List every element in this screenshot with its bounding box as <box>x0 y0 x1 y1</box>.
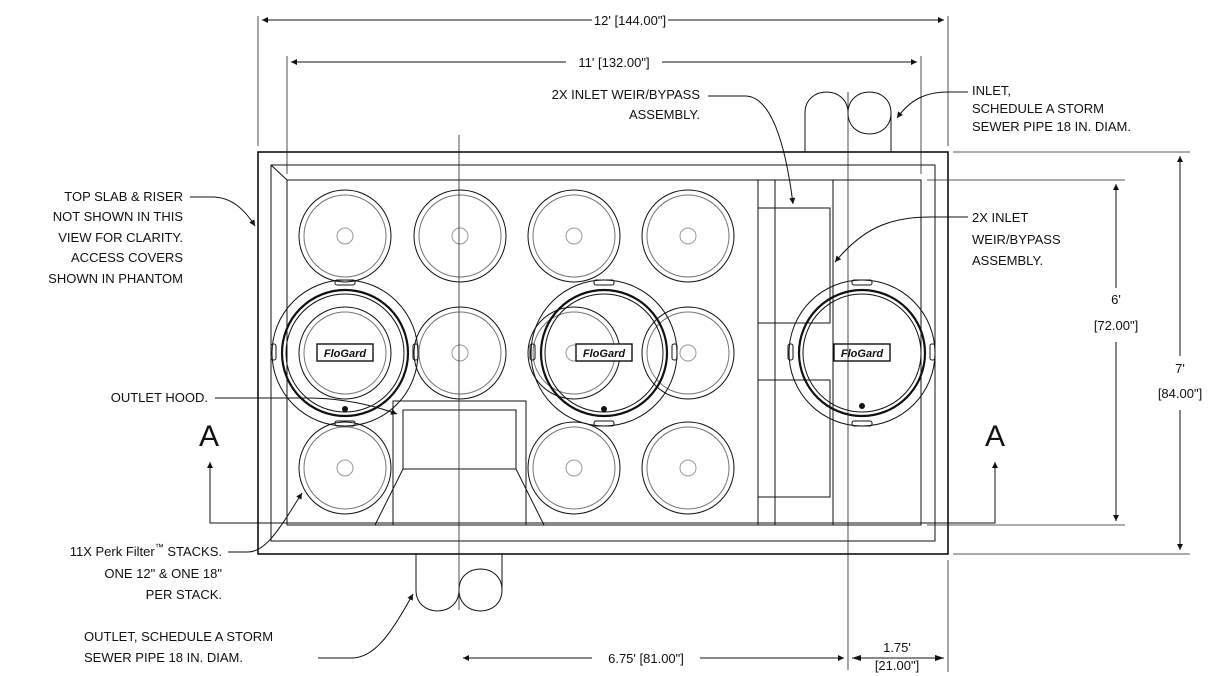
access-cover: FloGard <box>529 279 678 427</box>
callout-top-slab-line-3: VIEW FOR CLARITY. <box>58 230 183 245</box>
callout-inlet: INLET, SCHEDULE A STORM SEWER PIPE 18 IN… <box>896 83 1131 134</box>
filter-stack <box>527 189 621 283</box>
callout-top-slab-line-1: TOP SLAB & RISER <box>64 189 183 204</box>
filter-stack <box>413 306 507 400</box>
callout-top-slab-line-5: SHOWN IN PHANTOM <box>48 271 183 286</box>
dimension-overall-width: 7' [84.00"] <box>1158 156 1202 550</box>
dim-inner-width-in: [72.00"] <box>1094 318 1138 333</box>
callout-outlet-hood-label: OUTLET HOOD. <box>111 390 208 405</box>
callout-outlet-line-2: SEWER PIPE 18 IN. DIAM. <box>84 650 243 665</box>
outlet-hood <box>374 400 545 526</box>
filter-stacks <box>298 189 735 515</box>
callout-weir-right: 2X INLET WEIR/BYPASS ASSEMBLY. <box>834 210 1061 268</box>
dimension-inner-width: 6' [72.00"] <box>1094 184 1138 521</box>
access-cover: FloGard <box>270 279 419 427</box>
dim-outlet-offset: 6.75' [81.00"] <box>608 651 684 666</box>
callout-top-slab-line-4: ACCESS COVERS <box>71 250 183 265</box>
dim-overall-width-ft: 7' <box>1175 361 1185 376</box>
callout-outlet: OUTLET, SCHEDULE A STORM SEWER PIPE 18 I… <box>84 593 414 665</box>
extension-lines <box>257 16 1190 672</box>
callout-top-slab: TOP SLAB & RISER NOT SHOWN IN THIS VIEW … <box>48 189 256 286</box>
callout-inlet-line-2: SCHEDULE A STORM <box>972 101 1104 116</box>
filter-stack <box>527 421 621 515</box>
filter-stack <box>298 189 392 283</box>
weir-bypass-chamber <box>757 180 834 525</box>
dimension-overall-length: 12' [144.00"] <box>262 13 944 28</box>
filter-stack <box>527 306 621 400</box>
callout-inlet-line-3: SEWER PIPE 18 IN. DIAM. <box>972 119 1131 134</box>
filter-stack <box>413 189 507 283</box>
callout-top-slab-line-2: NOT SHOWN IN THIS <box>53 209 184 224</box>
filter-stack <box>641 421 735 515</box>
callout-outlet-line-1: OUTLET, SCHEDULE A STORM <box>84 629 273 644</box>
callout-weir-right-line-3: ASSEMBLY. <box>972 253 1043 268</box>
callout-weir-top-line-2: ASSEMBLY. <box>629 107 700 122</box>
cover-logo: FloGard <box>324 348 366 360</box>
filter-stack <box>298 421 392 515</box>
dim-inner-length: 11' [132.00"] <box>578 55 649 70</box>
dimension-inlet-offset: 1.75' [21.00"] <box>852 640 944 673</box>
cover-logo: FloGard <box>841 348 883 360</box>
callout-filters-line-1: 11X Perk Filter™ STACKS. <box>70 542 222 559</box>
callout-filters-line-2: ONE 12" & ONE 18" <box>104 566 222 581</box>
dim-overall-length: 12' [144.00"] <box>594 13 666 28</box>
dim-inlet-offset-ft: 1.75' <box>883 640 911 655</box>
callout-weir-right-line-2: WEIR/BYPASS <box>972 232 1061 247</box>
callout-outlet-hood: OUTLET HOOD. <box>111 390 398 415</box>
filter-stack <box>641 189 735 283</box>
callout-filters: 11X Perk Filter™ STACKS. ONE 12" & ONE 1… <box>70 492 303 602</box>
filter-stack <box>641 306 735 400</box>
cover-logo: FloGard <box>583 348 625 360</box>
dim-overall-width-in: [84.00"] <box>1158 386 1202 401</box>
dimension-outlet-offset: 6.75' [81.00"] <box>463 651 844 666</box>
section-cut-line <box>207 462 998 524</box>
callout-weir-right-line-1: 2X INLET <box>972 210 1028 225</box>
callout-filters-line-3: PER STACK. <box>146 587 222 602</box>
callout-weir-top-line-1: 2X INLET WEIR/BYPASS <box>552 87 701 102</box>
dim-inner-width-ft: 6' <box>1111 292 1121 307</box>
access-cover: FloGard <box>787 279 936 427</box>
section-mark-left: A <box>199 420 219 453</box>
section-mark-right: A <box>985 420 1005 453</box>
dim-inlet-offset-in: [21.00"] <box>875 658 919 673</box>
dimension-inner-length: 11' [132.00"] <box>291 55 917 70</box>
callout-inlet-line-1: INLET, <box>972 83 1011 98</box>
callout-weir-top: 2X INLET WEIR/BYPASS ASSEMBLY. <box>552 87 796 205</box>
